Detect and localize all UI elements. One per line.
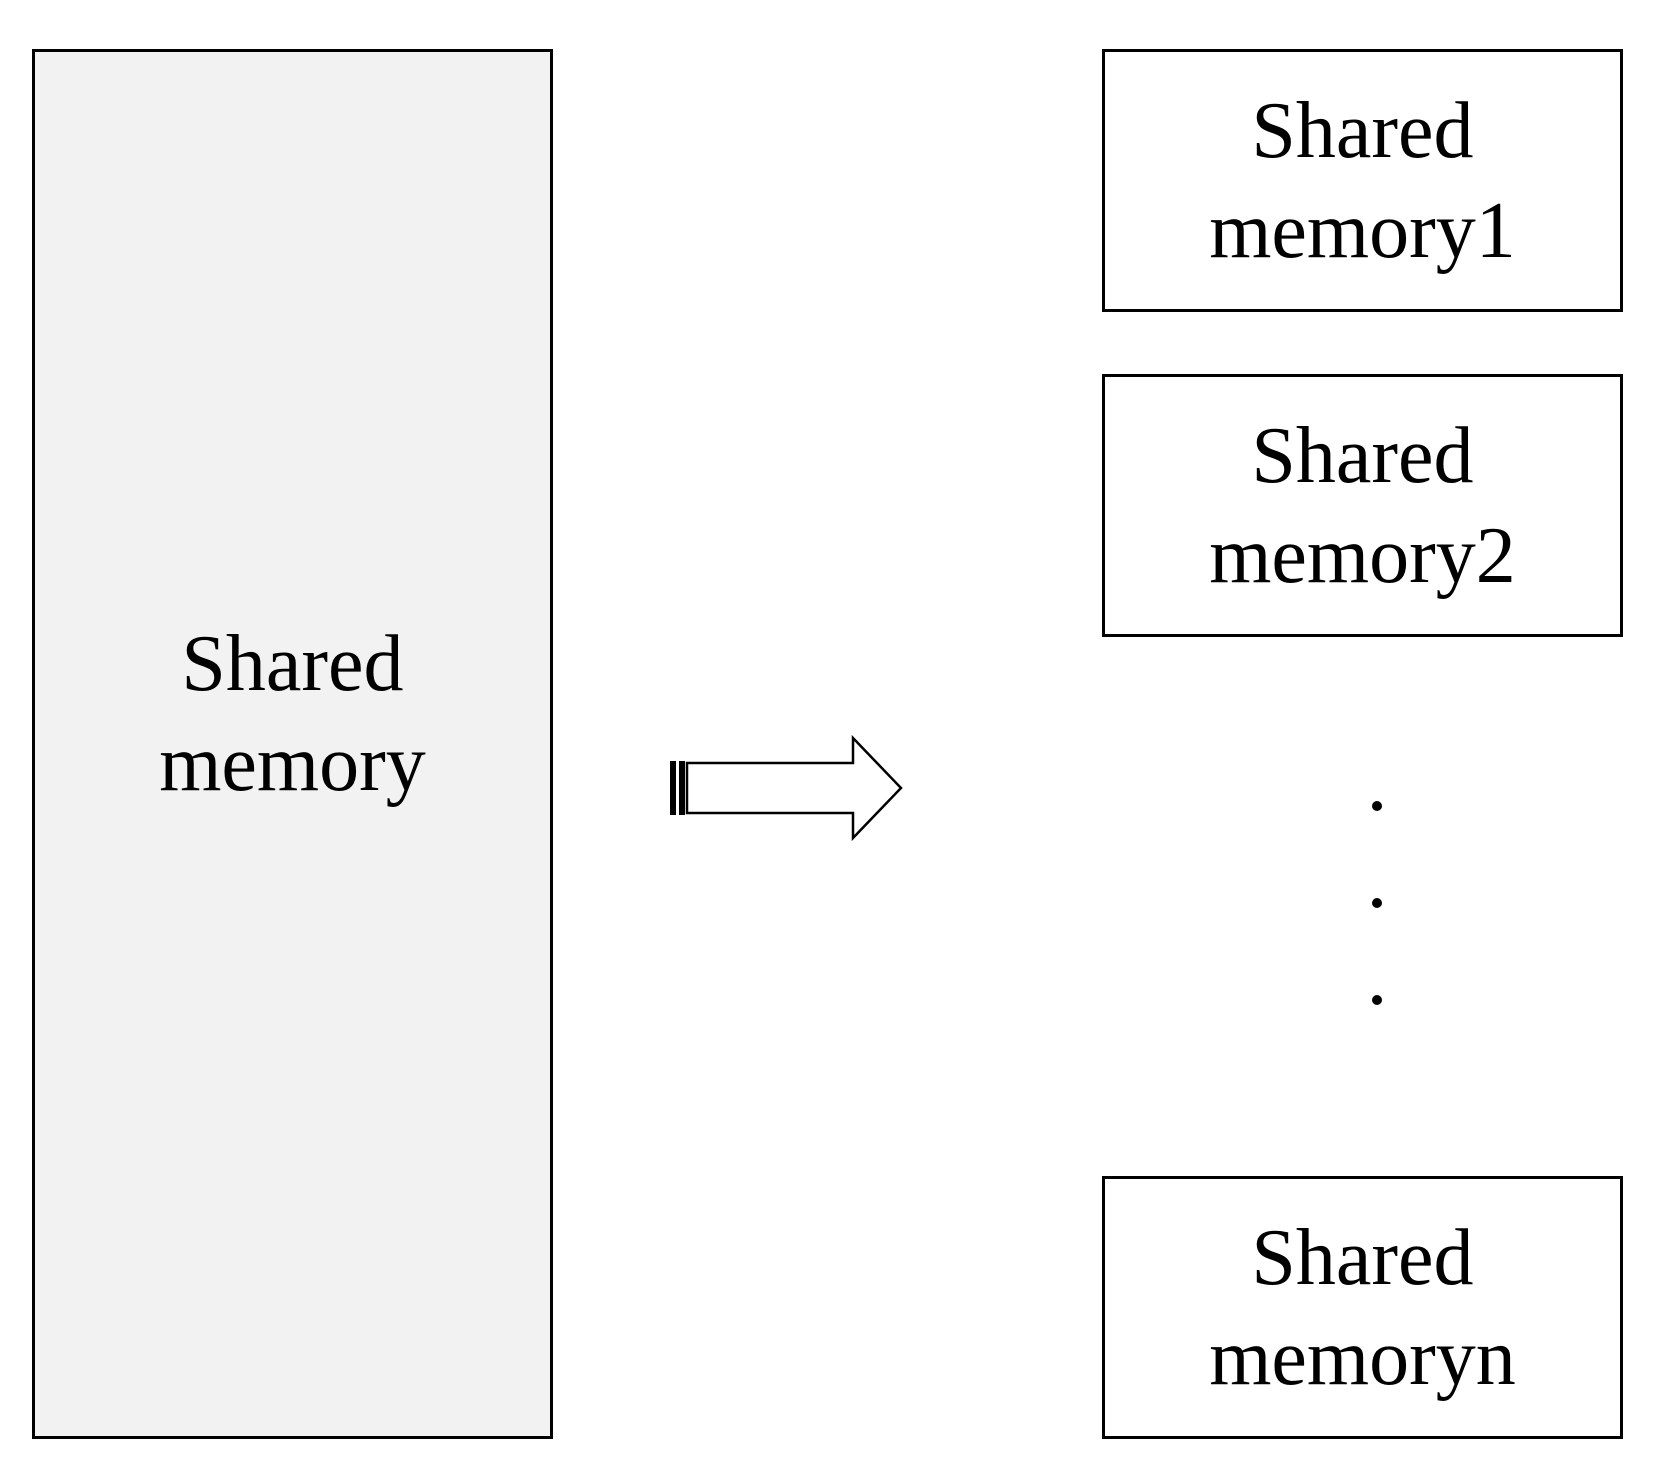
- right-block-arrow-icon: [670, 735, 903, 841]
- shared-memory-n-block: Shared memoryn: [1102, 1176, 1623, 1439]
- ellipsis-dot-3: [1372, 995, 1382, 1005]
- shared-memory-1-label-line1: Shared: [1251, 86, 1474, 175]
- shared-memory-2-label: Shared memory2: [1209, 406, 1516, 606]
- shared-memory-label-line1: Shared: [181, 620, 404, 708]
- arrow-body: [685, 735, 903, 841]
- shared-memory-block: Shared memory: [32, 49, 553, 1439]
- shared-memory-1-label: Shared memory1: [1209, 81, 1516, 281]
- ellipsis-dot-1: [1372, 801, 1382, 811]
- shared-memory-2-label-line1: Shared: [1251, 411, 1474, 500]
- shared-memory-2-label-line2: memory2: [1209, 511, 1516, 600]
- shared-memory-2-block: Shared memory2: [1102, 374, 1623, 637]
- shared-memory-label: Shared memory: [159, 614, 426, 814]
- arrow-tail-bar-inner: [679, 761, 685, 815]
- arrow-tail-bar-outer: [670, 761, 676, 815]
- shared-memory-1-label-line2: memory1: [1209, 186, 1516, 275]
- shared-memory-n-label: Shared memoryn: [1209, 1208, 1516, 1408]
- shared-memory-n-label-line2: memoryn: [1209, 1313, 1516, 1402]
- shared-memory-1-block: Shared memory1: [1102, 49, 1623, 312]
- shared-memory-n-label-line1: Shared: [1251, 1213, 1474, 1302]
- shared-memory-label-line2: memory: [159, 720, 426, 808]
- ellipsis-dot-2: [1372, 898, 1382, 908]
